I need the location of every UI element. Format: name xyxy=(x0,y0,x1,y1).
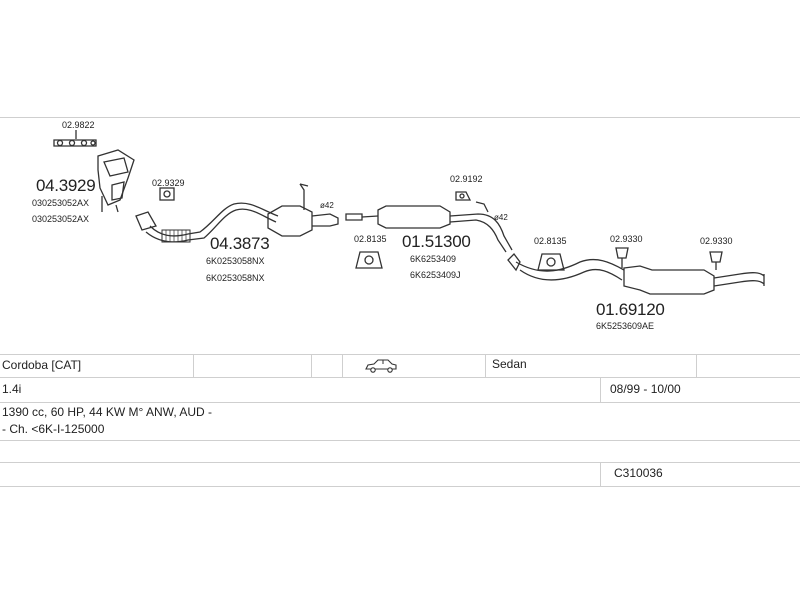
catalog-code: C310036 xyxy=(614,466,663,480)
rear-silencer-oem: 6K5253609AE xyxy=(596,321,655,331)
mount-code-1: 02.8135 xyxy=(354,234,387,244)
vehicle-chassis: - Ch. <6K-I-125000 xyxy=(2,422,105,436)
sensor-thread-1: ø42 xyxy=(320,201,334,210)
table-divider-4 xyxy=(0,462,800,463)
table-top-border xyxy=(0,354,800,355)
col-divider-4 xyxy=(485,354,486,377)
col-divider-5 xyxy=(696,354,697,377)
hanger-2 xyxy=(709,251,723,270)
mount-code-2: 02.8135 xyxy=(534,236,567,246)
clamp-02-9329 xyxy=(159,187,175,201)
catalyst-code: 04.3873 xyxy=(210,234,270,253)
rear-silencer-code: 01.69120 xyxy=(596,300,665,319)
table-divider-3 xyxy=(0,440,800,441)
sensor-thread-2: ø42 xyxy=(494,213,508,222)
vehicle-specs: 1390 cc, 60 HP, 44 KW M° ANW, AUD - xyxy=(2,405,212,419)
table-divider-2 xyxy=(0,402,800,403)
manifold-gasket xyxy=(53,130,97,147)
vehicle-engine: 1.4i xyxy=(2,382,22,396)
manifold-code: 04.3929 xyxy=(36,176,96,195)
rear-silencer xyxy=(507,253,765,295)
hanger-code-2: 02.9330 xyxy=(700,236,733,246)
manifold-oem-2: 030253052AX xyxy=(32,214,90,224)
vehicle-years: 08/99 - 10/00 xyxy=(610,382,681,396)
clamp-code-1: 02.9329 xyxy=(152,178,185,188)
table-bottom-border xyxy=(0,486,800,487)
clamp-02-9192 xyxy=(455,191,472,201)
col-divider-2 xyxy=(311,354,312,377)
col-divider-1 xyxy=(193,354,194,377)
middle-silencer-code: 01.51300 xyxy=(402,232,471,251)
clamp-code-2: 02.9192 xyxy=(450,174,483,184)
catalytic-converter xyxy=(267,183,339,237)
rubber-mount-2 xyxy=(537,253,565,271)
col-divider-3 xyxy=(342,354,343,377)
middle-silencer xyxy=(345,201,513,253)
front-pipe xyxy=(135,202,279,243)
manifold-oem-1: 030253052AX xyxy=(32,198,90,208)
table-divider-1 xyxy=(0,377,800,378)
catalyst-oem-1: 6K0253058NX xyxy=(206,256,265,266)
col-divider-7 xyxy=(600,462,601,486)
hanger-1 xyxy=(615,247,629,268)
vehicle-body: Sedan xyxy=(492,357,527,371)
middle-oem-2: 6K6253409J xyxy=(410,270,461,280)
top-border xyxy=(0,117,800,118)
hanger-code-1: 02.9330 xyxy=(610,234,643,244)
gasket-code: 02.9822 xyxy=(62,120,95,130)
rubber-mount-1 xyxy=(355,251,383,269)
exhaust-manifold xyxy=(97,149,135,213)
catalyst-oem-2: 6K0253058NX xyxy=(206,273,265,283)
col-divider-6 xyxy=(600,377,601,402)
sedan-car-icon xyxy=(365,359,397,373)
exhaust-system-diagram xyxy=(53,130,765,295)
vehicle-model: Cordoba [CAT] xyxy=(2,358,82,372)
middle-oem-1: 6K6253409 xyxy=(410,254,457,264)
